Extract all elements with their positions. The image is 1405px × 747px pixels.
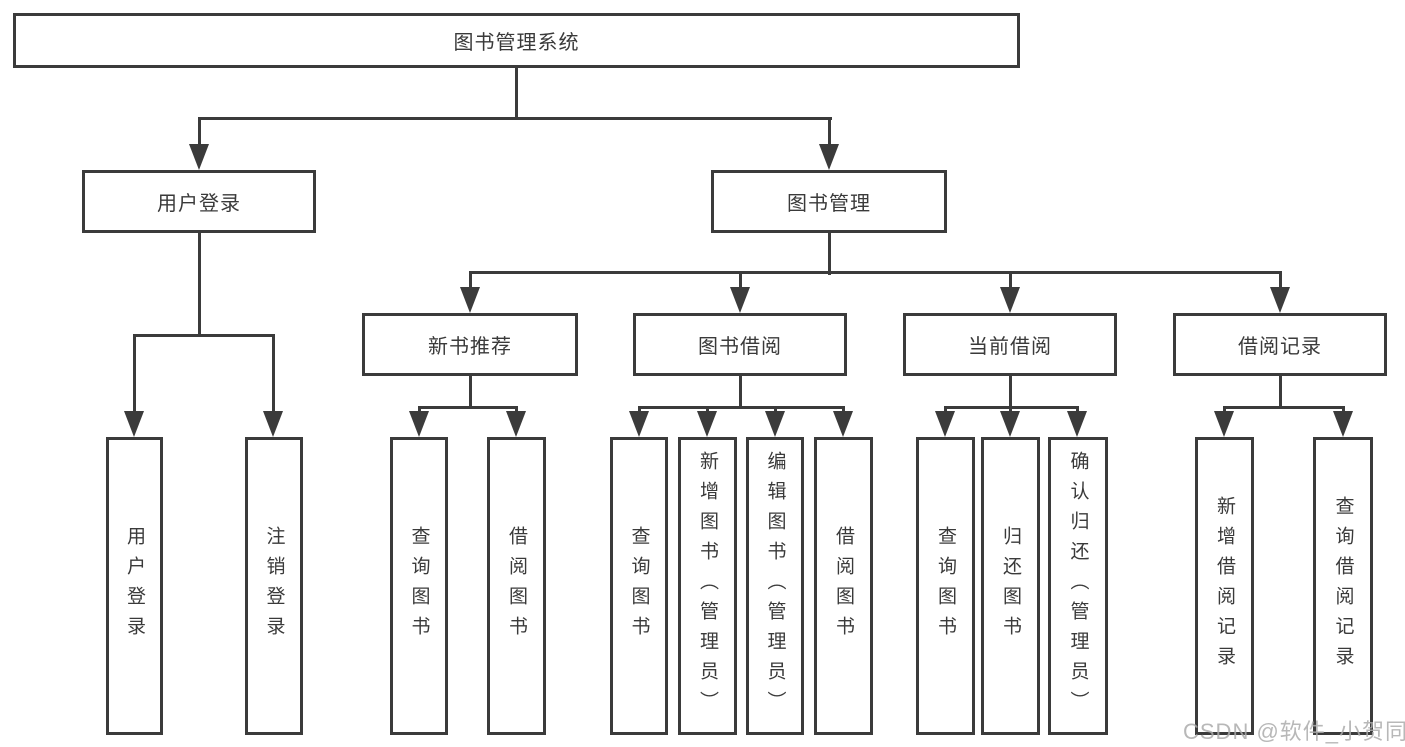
node-leaf-query-books-borrow-label: 查询图书 <box>628 526 650 646</box>
node-leaf-borrow-books-recommend-label: 借阅图书 <box>506 526 527 646</box>
arrowhead-down-icon <box>1333 411 1353 437</box>
arrowhead-down-icon <box>765 411 785 437</box>
connector-line <box>828 117 831 150</box>
node-leaf-query-books-current: 查询图书 <box>916 437 975 735</box>
connector-line <box>739 271 742 291</box>
node-leaf-user-login: 用户登录 <box>106 437 163 735</box>
connector-line <box>1076 406 1079 415</box>
connector-line <box>198 117 832 120</box>
arrowhead-down-icon <box>819 144 839 170</box>
arrowhead-down-icon <box>263 411 283 437</box>
connector-line <box>198 233 201 337</box>
node-borrow-records: 借阅记录 <box>1173 313 1387 376</box>
node-user-login: 用户登录 <box>82 170 316 233</box>
node-leaf-logout-label: 注销登录 <box>263 526 285 646</box>
connector-line <box>272 334 275 415</box>
connector-line <box>774 406 777 415</box>
csdn-watermark: CSDN @软件_小贺同学 <box>1183 719 1405 744</box>
arrowhead-down-icon <box>460 287 480 313</box>
arrowhead-down-icon <box>935 411 955 437</box>
arrowhead-down-icon <box>409 411 429 437</box>
node-book-borrow: 图书借阅 <box>633 313 847 376</box>
node-leaf-return-book-label: 归还图书 <box>1000 526 1021 646</box>
node-book-management: 图书管理 <box>711 170 947 233</box>
node-root-label: 图书管理系统 <box>453 32 580 54</box>
connector-line <box>828 233 831 275</box>
arrowhead-down-icon <box>1214 411 1234 437</box>
connector-line <box>739 376 742 409</box>
arrowhead-down-icon <box>1270 287 1290 313</box>
node-new-book-recommend-label: 新书推荐 <box>428 336 512 358</box>
connector-line <box>469 376 472 409</box>
connector-line <box>469 271 472 291</box>
connector-line <box>469 271 1282 274</box>
node-current-borrow-label: 当前借阅 <box>968 336 1052 358</box>
connector-line <box>944 406 947 415</box>
node-leaf-add-book-admin: 新增图书（管理员） <box>678 437 737 735</box>
node-leaf-return-book: 归还图书 <box>981 437 1040 735</box>
connector-line <box>1009 271 1012 291</box>
node-leaf-add-borrow-record-label: 新增借阅记录 <box>1214 496 1235 676</box>
node-leaf-confirm-return-admin: 确认归还（管理员） <box>1048 437 1108 735</box>
node-leaf-borrow-books: 借阅图书 <box>814 437 873 735</box>
node-leaf-logout: 注销登录 <box>245 437 303 735</box>
connector-line <box>1342 406 1345 415</box>
node-leaf-edit-book-admin: 编辑图书（管理员） <box>746 437 804 735</box>
node-leaf-query-books-current-label: 查询图书 <box>935 526 956 646</box>
connector-line <box>842 406 845 415</box>
node-user-login-label: 用户登录 <box>157 193 241 215</box>
connector-line <box>1223 406 1345 409</box>
node-leaf-query-borrow-record-label: 查询借阅记录 <box>1332 496 1354 676</box>
node-leaf-query-books-recommend: 查询图书 <box>390 437 448 735</box>
node-leaf-confirm-return-admin-label: 确认归还（管理员） <box>1067 451 1089 721</box>
node-new-book-recommend: 新书推荐 <box>362 313 578 376</box>
node-root: 图书管理系统 <box>13 13 1020 68</box>
connector-line <box>706 406 709 415</box>
connector-line <box>515 406 518 415</box>
arrowhead-down-icon <box>1000 411 1020 437</box>
arrowhead-down-icon <box>697 411 717 437</box>
node-leaf-query-books-borrow: 查询图书 <box>610 437 668 735</box>
arrowhead-down-icon <box>1067 411 1087 437</box>
connector-line <box>515 68 518 118</box>
arrowhead-down-icon <box>189 144 209 170</box>
node-book-management-label: 图书管理 <box>787 193 871 215</box>
arrowhead-down-icon <box>506 411 526 437</box>
connector-line <box>418 406 421 415</box>
node-leaf-query-books-recommend-label: 查询图书 <box>408 526 430 646</box>
arrowhead-down-icon <box>833 411 853 437</box>
node-leaf-borrow-books-recommend: 借阅图书 <box>487 437 546 735</box>
connector-line <box>198 117 201 150</box>
arrowhead-down-icon <box>1000 287 1020 313</box>
node-leaf-add-borrow-record: 新增借阅记录 <box>1195 437 1254 735</box>
arrowhead-down-icon <box>730 287 750 313</box>
node-borrow-records-label: 借阅记录 <box>1238 336 1322 358</box>
connector-line <box>133 334 136 415</box>
connector-line <box>1009 406 1012 415</box>
connector-line <box>1279 376 1282 409</box>
node-book-borrow-label: 图书借阅 <box>698 336 782 358</box>
node-leaf-query-borrow-record: 查询借阅记录 <box>1313 437 1373 735</box>
node-leaf-edit-book-admin-label: 编辑图书（管理员） <box>764 451 786 721</box>
node-leaf-user-login-label: 用户登录 <box>124 526 145 646</box>
connector-line <box>1223 406 1226 415</box>
connector-line <box>1279 271 1282 291</box>
connector-line <box>638 406 845 409</box>
connector-line <box>1009 376 1012 409</box>
arrowhead-down-icon <box>629 411 649 437</box>
arrowhead-down-icon <box>124 411 144 437</box>
connector-line <box>133 334 275 337</box>
node-current-borrow: 当前借阅 <box>903 313 1117 376</box>
node-leaf-add-book-admin-label: 新增图书（管理员） <box>697 451 718 721</box>
node-leaf-borrow-books-label: 借阅图书 <box>833 526 854 646</box>
connector-line <box>638 406 641 415</box>
connector-line <box>418 406 518 409</box>
